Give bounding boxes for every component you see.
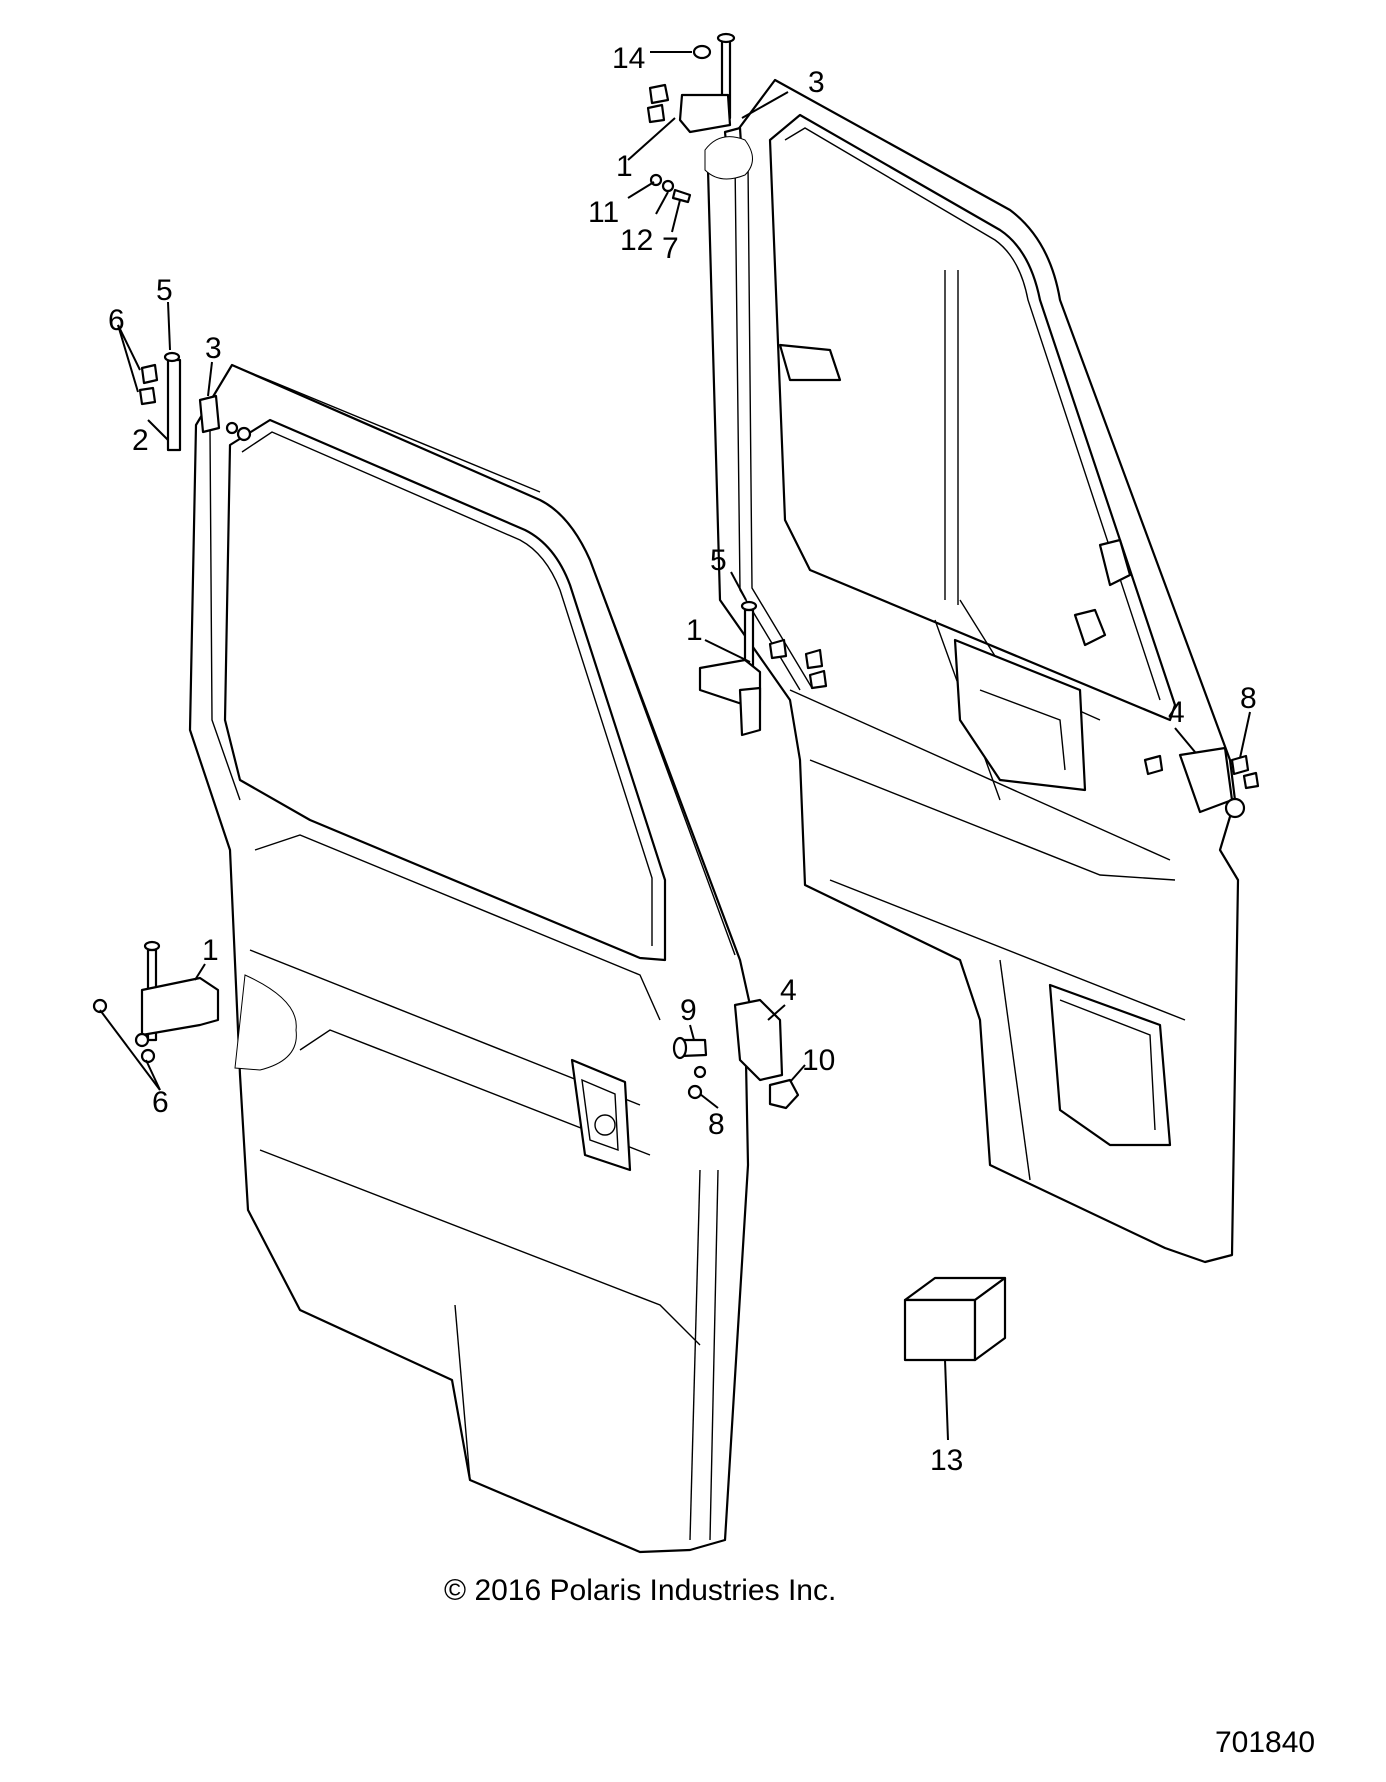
callout-14: 14 xyxy=(612,42,645,75)
callout-1-mid: 1 xyxy=(686,614,703,647)
callout-10: 10 xyxy=(802,1044,835,1077)
hardware-mid-left xyxy=(92,940,800,1110)
diagram-number: 701840 xyxy=(1215,1726,1315,1759)
left-door xyxy=(188,363,752,1554)
callout-9: 9 xyxy=(680,994,697,1027)
callout-6-bottom: 6 xyxy=(152,1086,169,1119)
callout-11: 11 xyxy=(588,196,619,229)
hardware-mid-right xyxy=(698,600,1260,819)
callout-4-right: 4 xyxy=(1168,696,1185,729)
callout-1-top: 1 xyxy=(616,150,633,183)
callout-labels: 14 3 1 11 12 7 5 6 3 2 5 1 8 4 1 6 9 4 1… xyxy=(108,42,1257,1477)
callout-8-left: 8 xyxy=(708,1108,725,1141)
callout-5-left: 5 xyxy=(156,274,173,307)
box-13 xyxy=(903,1276,1007,1362)
callout-3-top: 3 xyxy=(808,66,825,99)
callout-7: 7 xyxy=(662,232,679,265)
callout-3-left: 3 xyxy=(205,332,222,365)
right-door xyxy=(706,78,1240,1264)
leader-lines xyxy=(99,51,1251,1441)
callout-12: 12 xyxy=(620,224,653,257)
callout-2: 2 xyxy=(132,424,149,457)
hardware-top-right xyxy=(646,32,753,204)
hardware-top-left xyxy=(138,351,252,452)
callout-1-left: 1 xyxy=(202,934,219,967)
callout-5-mid: 5 xyxy=(710,544,727,577)
callout-6-top: 6 xyxy=(108,304,125,337)
callout-8-right: 8 xyxy=(1240,682,1257,715)
callout-4-left: 4 xyxy=(780,974,797,1007)
callout-13: 13 xyxy=(930,1444,963,1477)
copyright-text: © 2016 Polaris Industries Inc. xyxy=(444,1574,836,1607)
